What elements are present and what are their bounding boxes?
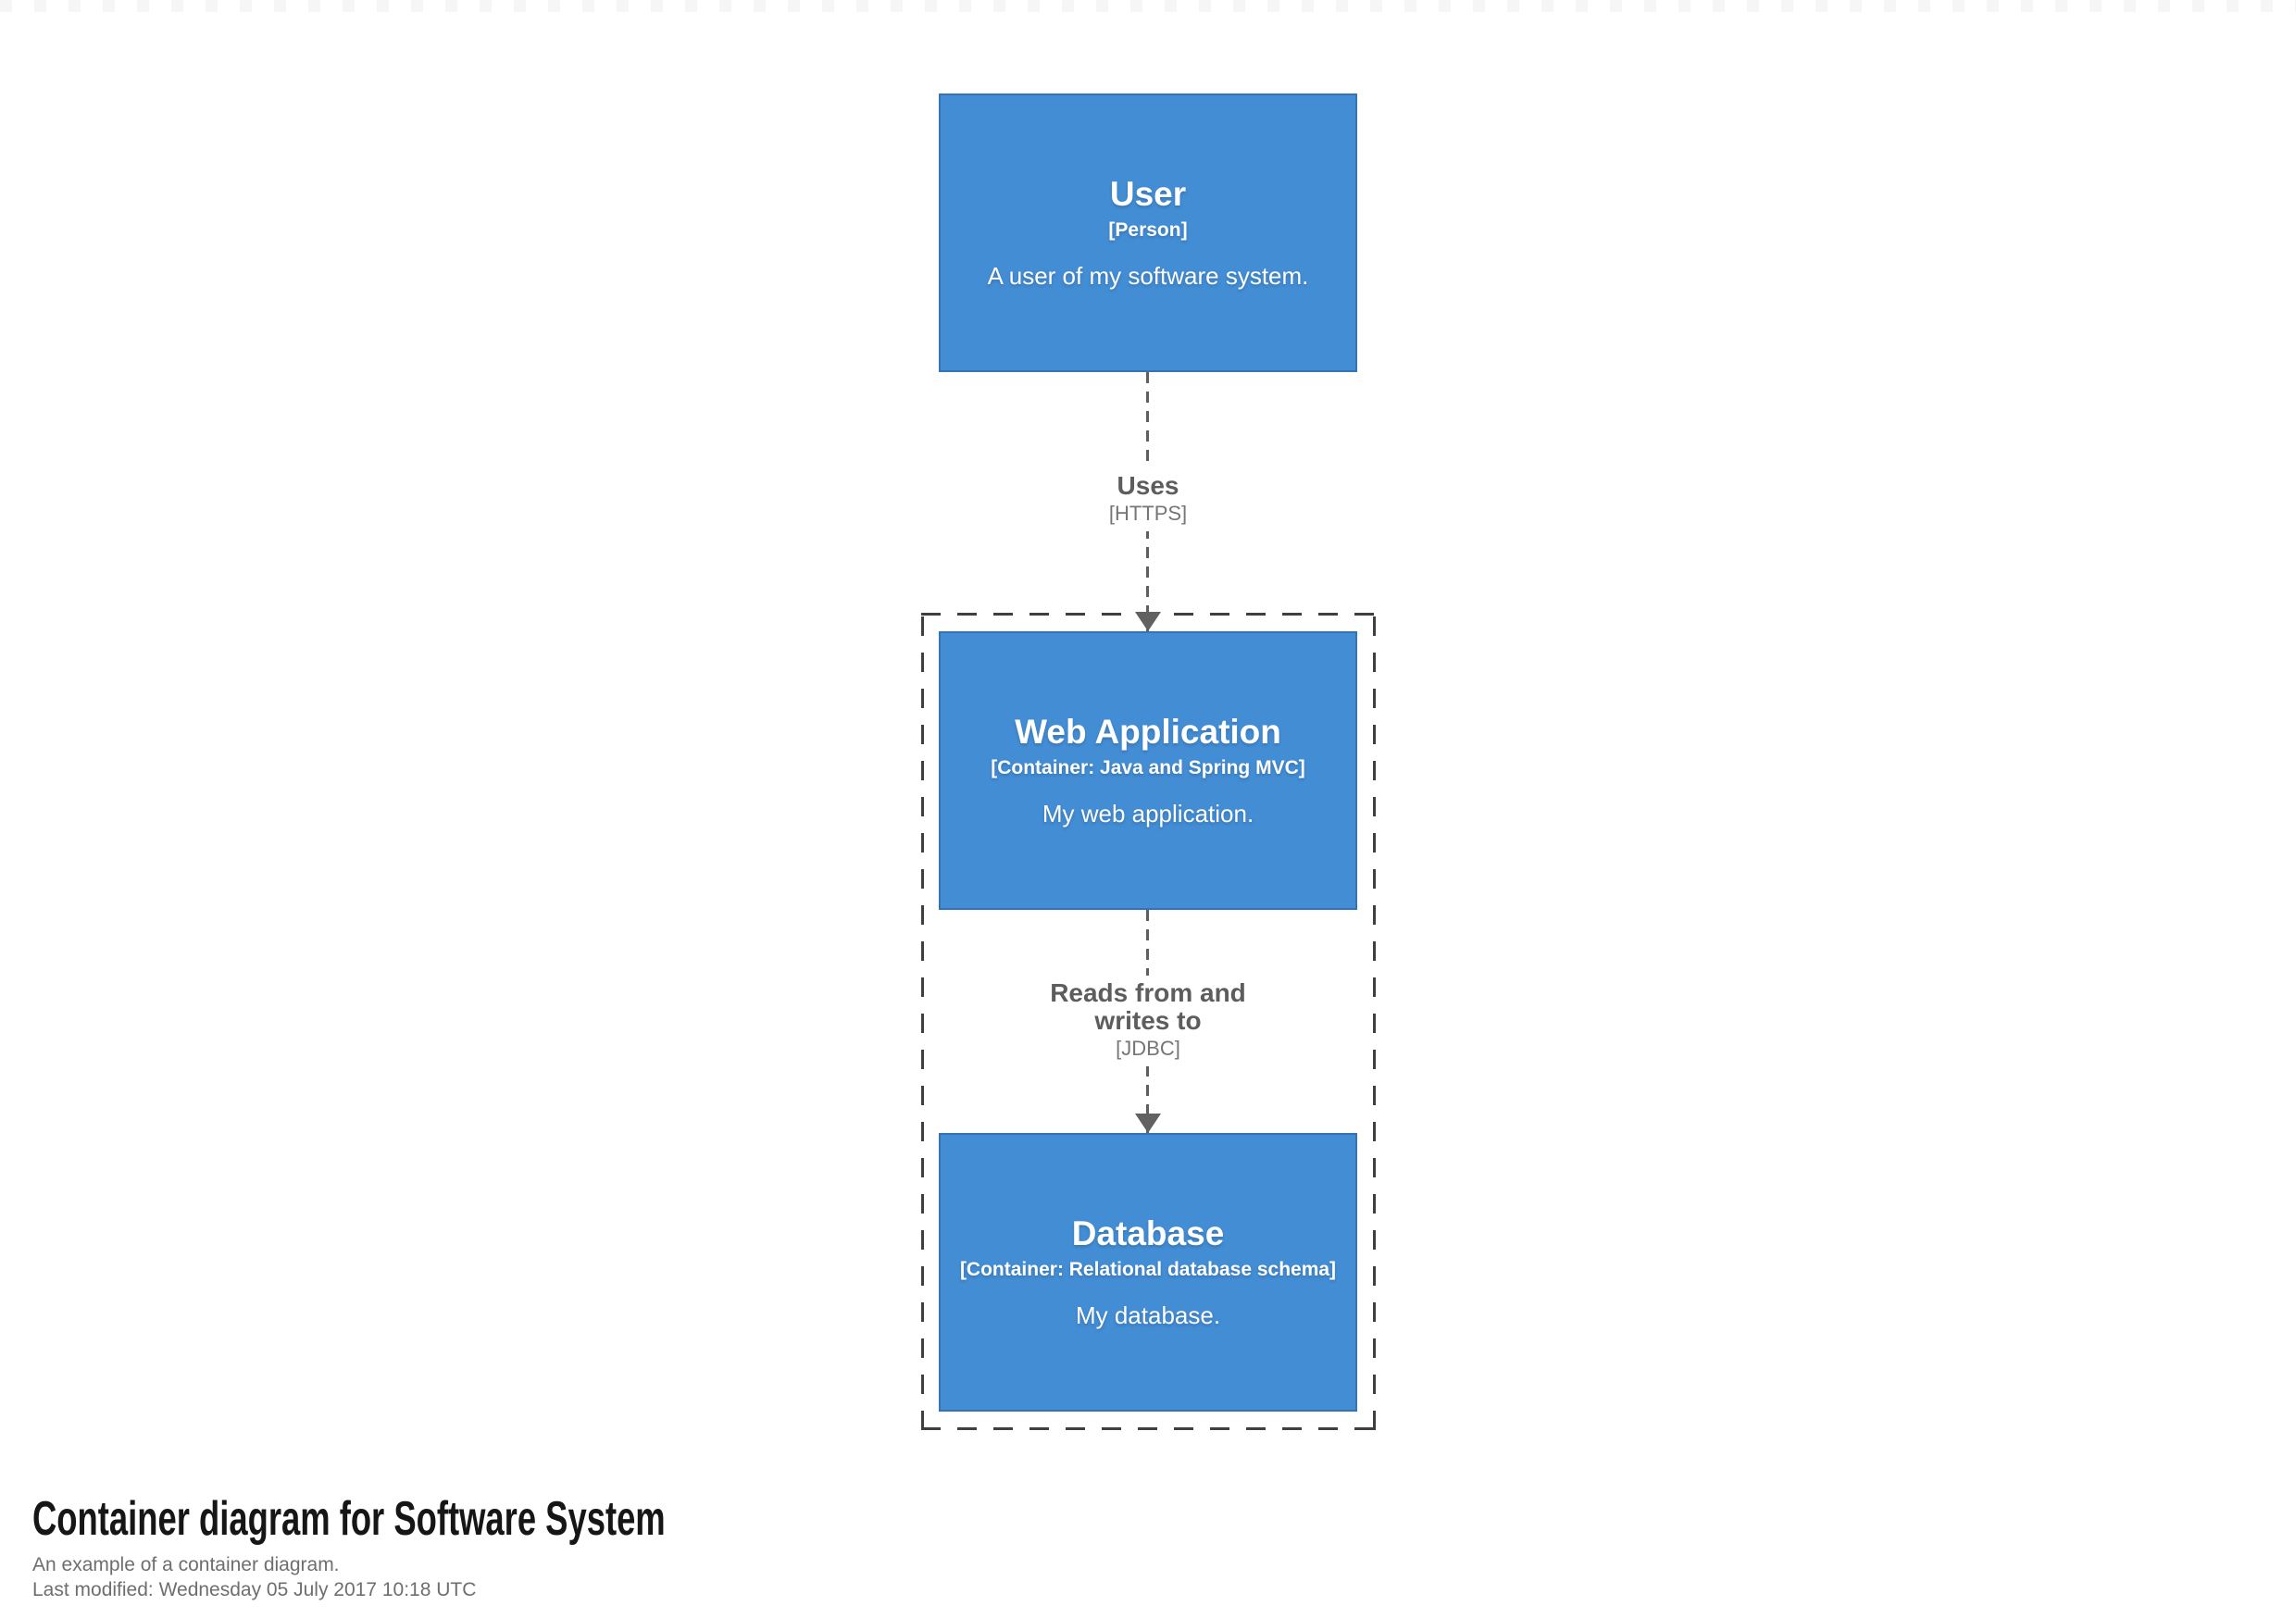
element-database[interactable]: Database [Container: Relational database… bbox=[939, 1133, 1357, 1412]
element-name: Database bbox=[1071, 1214, 1225, 1252]
element-name: Web Application bbox=[1015, 712, 1281, 751]
element-type: [Container: Java and Spring MVC] bbox=[991, 756, 1305, 778]
element-description: My database. bbox=[1075, 1301, 1221, 1329]
element-user[interactable]: User [Person] A user of my software syst… bbox=[939, 93, 1357, 372]
relationship-technology: [HTTPS] bbox=[1108, 502, 1188, 525]
element-description: A user of my software system. bbox=[987, 261, 1309, 290]
element-name: User bbox=[1109, 174, 1187, 213]
last-modified-text: Last modified: Wednesday 05 July 2017 10… bbox=[32, 1579, 477, 1600]
element-description: My web application. bbox=[1042, 799, 1254, 828]
element-web-application[interactable]: Web Application [Container: Java and Spr… bbox=[939, 631, 1357, 910]
relationship-name: Uses bbox=[1117, 471, 1179, 500]
element-type: [Person] bbox=[1108, 218, 1188, 241]
relationship-technology: [JDBC] bbox=[1116, 1037, 1180, 1060]
arrow-down-icon bbox=[1135, 612, 1161, 631]
diagram-title-block: Container diagram for Software System An… bbox=[32, 1493, 937, 1602]
relationship-name: Reads from and writes to bbox=[1050, 978, 1246, 1035]
arrow-down-icon bbox=[1135, 1114, 1161, 1133]
page-edge-marks bbox=[0, 0, 2296, 12]
page-title: Container diagram for Software System bbox=[32, 1492, 666, 1546]
relationship-label-uses: Uses [HTTPS] bbox=[1095, 468, 1201, 531]
diagram-subtitle: An example of a container diagram. bbox=[32, 1554, 340, 1575]
relationship-label-reads-writes: Reads from and writes to [JDBC] bbox=[1029, 976, 1267, 1066]
element-type: [Container: Relational database schema] bbox=[959, 1258, 1337, 1280]
